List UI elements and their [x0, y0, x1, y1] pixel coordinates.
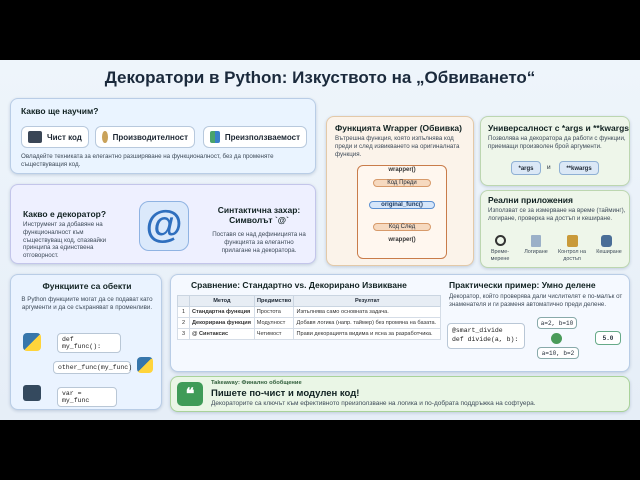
table-cell: Стандартна функция	[189, 306, 255, 318]
learn-heading: Какво ще научим?	[21, 106, 99, 116]
real-desc: Използват се за измерване на време (тайм…	[488, 207, 626, 222]
top-letterbox	[0, 0, 640, 60]
log-icon	[531, 235, 541, 247]
objects-desc: В Python функциите могат да се подават к…	[21, 296, 153, 311]
quote-icon: ❝	[177, 382, 203, 406]
objects-heading: Функциите са обекти	[42, 281, 132, 291]
wrapper-heading: Функцията Wrapper (Обвивка)	[335, 123, 462, 133]
wrapper-card: Функцията Wrapper (Обвивка) Вътрешна фун…	[326, 116, 474, 266]
sugar-desc: Поставя се над дефиницията на функцията …	[212, 231, 306, 254]
code-pass: other_func(my_func)	[53, 361, 132, 374]
table-cell: Модулност	[253, 317, 295, 329]
table-row: 3 @ Синтаксис Четимост Прави декорацията…	[177, 328, 441, 340]
chip-label: Преизползваемост	[224, 132, 300, 142]
sugar-heading: Синтактична захар: Символът `@`	[217, 205, 301, 225]
clock-icon	[495, 235, 506, 246]
col-header: Предимство	[253, 295, 295, 307]
python-logo-icon	[137, 357, 153, 373]
table-cell: Декорирана функция	[189, 317, 255, 329]
terminal-icon	[23, 385, 41, 401]
col-header	[177, 295, 190, 307]
wrapper-desc: Вътрешна функция, която изпълнява код пр…	[335, 135, 460, 158]
chip-reusability: Преизползваемост	[203, 126, 307, 148]
lock-icon	[567, 235, 578, 247]
code-line: def divide(a, b):	[452, 336, 519, 344]
kwargs-badge: **kwargs	[559, 161, 599, 175]
code-before: Код Преди	[373, 179, 431, 187]
wrapper-start: wrapper()	[388, 167, 416, 173]
table-row: 2 Декорирана функция Модулност Добавя ло…	[177, 317, 441, 329]
example-desc: Декоратор, който проверява дали числител…	[449, 293, 623, 308]
universal-heading: Универсалност с *args и **kwargs	[488, 123, 629, 133]
args-badge: *args	[511, 161, 541, 175]
takeaway-label: Takeaway: Финално обобщение	[211, 380, 302, 386]
table-cell: 3	[177, 328, 190, 340]
example-code: @smart_divide def divide(a, b):	[447, 323, 525, 349]
page-title: Декоратори в Python: Изкуството на „Обви…	[104, 68, 536, 87]
at-symbol-icon: @	[139, 201, 189, 251]
what-desc: Инструмент за добавяне на функционалност…	[23, 221, 107, 259]
example-heading: Практически пример: Умно делене	[449, 280, 596, 290]
app-access: Контрол на достъп	[557, 249, 587, 262]
and-label: и	[547, 164, 551, 171]
learn-desc: Овладейте техниката за елегантно разширя…	[21, 153, 274, 168]
chip-performance: Производителност	[95, 126, 195, 148]
table-cell: Простота	[253, 306, 295, 318]
table-cell: Добавя логика (напр. таймер) без промяна…	[293, 317, 441, 329]
database-icon	[601, 235, 612, 247]
wrapper-end: wrapper()	[388, 237, 416, 243]
check-icon	[551, 333, 562, 344]
code-assign: var = my_func	[57, 387, 117, 407]
gears-icon	[102, 131, 108, 143]
terminal-icon	[28, 131, 42, 143]
real-heading: Реални приложения	[488, 195, 573, 205]
compare-heading: Сравнение: Стандартно vs. Декорирано Изв…	[191, 280, 407, 290]
universal-card: Универсалност с *args и **kwargs Позволя…	[480, 116, 630, 186]
table-cell: Четимост	[253, 328, 295, 340]
col-header: Метод	[189, 295, 255, 307]
what-heading: Какво е декоратор?	[23, 209, 107, 219]
input-1: a=2, b=10	[537, 317, 577, 329]
compare-card: Сравнение: Стандартно vs. Декорирано Изв…	[170, 274, 630, 372]
table-cell: 2	[177, 317, 190, 329]
takeaway-heading: Пишете по-чист и модулен код!	[211, 388, 360, 399]
app-timing: Време-мерене	[490, 249, 510, 262]
compare-table: Метод Предимство Резултат 1 Стандартна ф…	[177, 295, 441, 340]
table-cell: 1	[177, 306, 190, 318]
chip-clean-code: Чист код	[21, 126, 89, 148]
original-func: original_func()	[369, 201, 435, 209]
output-value: 5.0	[595, 331, 621, 345]
code-after: Код След	[373, 223, 431, 231]
takeaway-desc: Декораторите са ключът към ефективното п…	[211, 400, 536, 407]
learn-card: Какво ще научим? Чист код Производително…	[10, 98, 316, 174]
table-row: 1 Стандартна функция Простота Изпълнява …	[177, 306, 441, 318]
universal-desc: Позволява на декоратора да работи с функ…	[488, 135, 626, 150]
chip-label: Чист код	[47, 132, 82, 142]
code-line: @smart_divide	[452, 327, 503, 334]
table-cell: Изпълнява само основната задача.	[293, 306, 441, 318]
python-logo-icon	[23, 333, 41, 351]
col-header: Резултат	[293, 295, 441, 307]
table-cell: Прави декорацията видима и ясна за разра…	[293, 328, 441, 340]
table-cell: @ Синтаксис	[189, 328, 255, 340]
app-caching: Кеширане	[596, 249, 622, 255]
chip-label: Производителност	[112, 132, 188, 142]
objects-card: Функциите са обекти В Python функциите м…	[10, 274, 162, 410]
app-logging: Логиране	[524, 249, 548, 255]
infographic: Декоратори в Python: Изкуството на „Обви…	[0, 60, 640, 420]
bottom-letterbox	[0, 420, 640, 480]
real-card: Реални приложения Използват се за измерв…	[480, 190, 630, 268]
code-def: def my_func():	[57, 333, 121, 353]
what-card: Какво е декоратор? Инструмент за добавян…	[10, 184, 316, 264]
modules-icon	[210, 131, 220, 143]
input-2: a=10, b=2	[537, 347, 579, 359]
takeaway-card: ❝ Takeaway: Финално обобщение Пишете по-…	[170, 376, 630, 412]
